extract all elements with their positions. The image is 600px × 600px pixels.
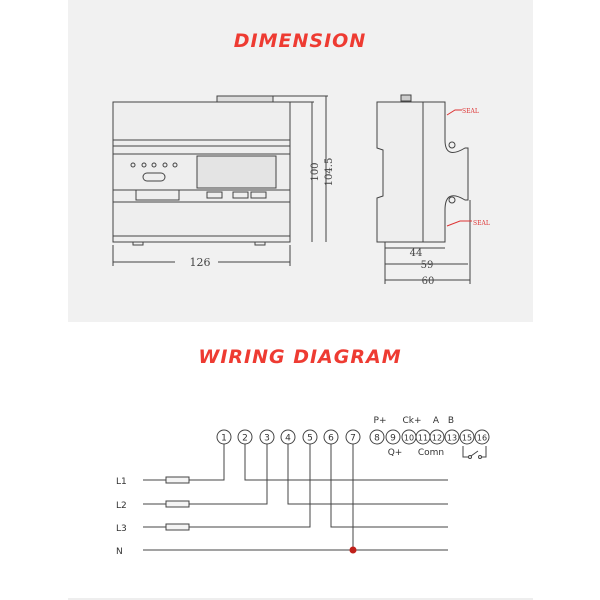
- front-view: [112, 95, 328, 266]
- terminal-13: [444, 429, 460, 445]
- terminal-8: [369, 429, 385, 445]
- input-wire: [189, 444, 225, 481]
- seal-label-top: SEAL: [462, 108, 479, 115]
- input-wire: [189, 444, 268, 505]
- terminal-label-3: 3: [264, 434, 270, 444]
- fuse-icon: [165, 523, 190, 531]
- terminal-16: [474, 429, 490, 445]
- terminal-15: [459, 429, 475, 445]
- terminal-bottom-label: Comn: [418, 448, 444, 458]
- depth-44: 44: [410, 248, 423, 259]
- depth-60: 60: [422, 276, 435, 287]
- terminal-label-5: 5: [307, 434, 313, 444]
- terminal-label-15: 15: [462, 434, 472, 443]
- output-wire: [244, 444, 448, 481]
- terminal-top-label: P+: [374, 416, 387, 426]
- line-label-n: N: [116, 547, 123, 557]
- line-label-l2: L2: [116, 501, 127, 511]
- input-wire: [189, 444, 311, 528]
- output-wire: [330, 444, 448, 528]
- switch-lead: [481, 446, 487, 458]
- terminal-label-10: 10: [404, 434, 414, 443]
- relay-switch-icon: [470, 450, 479, 457]
- terminal-label-9: 9: [390, 434, 396, 444]
- fuse-icon: [165, 500, 190, 508]
- switch-lead: [462, 446, 469, 458]
- terminal-bottom-label: Q+: [388, 448, 403, 458]
- height-dimension-inner: 100: [310, 162, 321, 181]
- terminal-label-16: 16: [477, 434, 487, 443]
- terminal-label-7: 7: [350, 434, 356, 444]
- terminal-label-12: 12: [432, 434, 442, 443]
- terminal-12: [429, 429, 445, 445]
- width-dimension: 126: [190, 256, 211, 269]
- terminal-top-label: B: [448, 416, 454, 426]
- fuse-icon: [165, 476, 190, 484]
- seal-label-bottom: SEAL: [473, 220, 490, 227]
- output-wire: [287, 444, 448, 505]
- bottom-divider: [68, 598, 533, 600]
- terminal-9: [385, 429, 401, 445]
- terminal-label-6: 6: [328, 434, 334, 444]
- terminal-top-label: A: [433, 416, 440, 426]
- terminal-top-label: Ck+: [402, 416, 421, 426]
- line-label-l3: L3: [116, 524, 127, 534]
- depth-59: 59: [421, 260, 434, 271]
- line-label-l1: L1: [116, 477, 127, 487]
- terminal-label-1: 1: [221, 434, 227, 444]
- switch-contact: [468, 455, 472, 459]
- terminal-label-11: 11: [418, 434, 428, 443]
- dimension-title: DIMENSION: [233, 30, 367, 52]
- switch-contact: [478, 455, 482, 459]
- terminal-label-8: 8: [374, 434, 380, 444]
- terminal-label-13: 13: [447, 434, 457, 443]
- terminal-label-4: 4: [285, 434, 291, 444]
- terminal-label-2: 2: [242, 434, 248, 444]
- side-view: [376, 94, 471, 284]
- height-dimension-outer: 104.5: [324, 158, 335, 187]
- wiring-title: WIRING DIAGRAM: [198, 346, 402, 368]
- neutral-junction-dot: [349, 546, 357, 554]
